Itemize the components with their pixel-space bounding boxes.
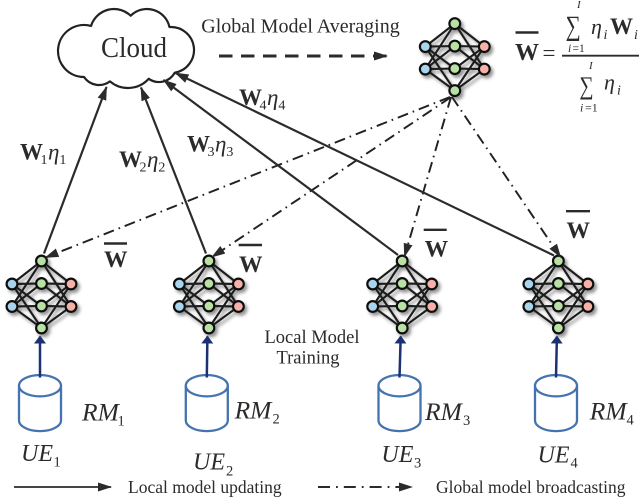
svg-text:W2η2: W2η2 [119, 147, 165, 176]
svg-text:i: i [568, 43, 571, 55]
svg-text:1: 1 [54, 455, 61, 471]
svg-text:RM: RM [424, 397, 464, 426]
svg-text:W: W [515, 40, 539, 66]
svg-text:=1: =1 [585, 101, 598, 115]
svg-text:=1: =1 [573, 43, 585, 55]
svg-text:W: W [425, 237, 449, 263]
svg-text:W: W [104, 247, 128, 273]
svg-text:UE: UE [381, 442, 413, 468]
svg-text:UE: UE [193, 450, 225, 476]
svg-text:4: 4 [627, 413, 635, 429]
svg-text:UE: UE [21, 441, 53, 467]
svg-text:Local Model: Local Model [264, 328, 359, 348]
svg-text:RM: RM [589, 396, 629, 425]
svg-text:η: η [591, 14, 602, 39]
svg-text:RM: RM [81, 397, 121, 426]
svg-text:RM: RM [234, 395, 274, 424]
svg-text:i: i [604, 28, 608, 43]
svg-text:∑: ∑ [580, 72, 594, 100]
svg-text:i: i [580, 101, 583, 115]
svg-text:4: 4 [571, 456, 579, 472]
svg-text:W: W [567, 218, 591, 244]
svg-text:W1η1: W1η1 [20, 140, 66, 169]
svg-text:W4η4: W4η4 [239, 85, 285, 114]
svg-text:Cloud: Cloud [101, 32, 167, 64]
svg-text:=: = [543, 41, 556, 66]
svg-text:I: I [588, 60, 594, 72]
svg-text:W3η3: W3η3 [187, 131, 233, 160]
svg-text:Local model updating: Local model updating [128, 477, 282, 497]
svg-text:Training: Training [276, 348, 339, 368]
svg-text:1: 1 [118, 414, 125, 430]
svg-text:2: 2 [226, 464, 233, 480]
svg-text:Global model broadcasting: Global model broadcasting [436, 477, 626, 497]
svg-text:I: I [576, 0, 582, 11]
svg-text:∑: ∑ [566, 11, 581, 41]
svg-text:3: 3 [463, 413, 470, 429]
svg-text:i: i [617, 84, 621, 99]
svg-text:i: i [634, 28, 638, 43]
svg-text:2: 2 [273, 412, 280, 428]
svg-text:Global Model Averaging: Global Model Averaging [201, 16, 399, 38]
svg-text:UE: UE [538, 442, 570, 468]
svg-text:W: W [610, 14, 633, 39]
svg-text:W: W [239, 252, 263, 278]
svg-text:η: η [604, 70, 615, 95]
svg-text:3: 3 [414, 456, 421, 472]
